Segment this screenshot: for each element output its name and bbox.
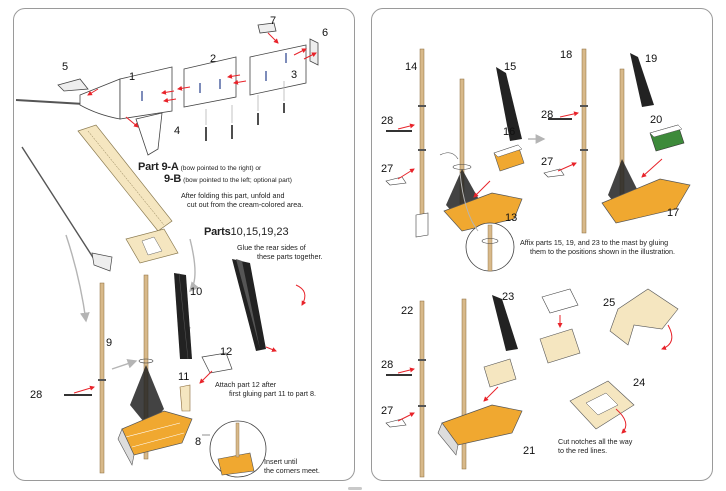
label-part-28-mid: 28 [541,109,554,121]
label-part-28: 28 [30,389,43,401]
parts-heading: Parts10,15,19,23 [204,226,289,238]
part-24-piece [569,380,635,434]
part-10-sail [174,272,192,360]
detail-circle-mast [459,172,515,272]
label-part-19: 19 [645,53,658,65]
part-23-sail [492,295,518,351]
label-part-5: 5 [62,61,69,73]
label-part-27-bottom: 27 [381,405,394,417]
left-instruction-panel: 5 1 2 3 4 6 7 9 10 11 12 8 28 Part 9-A (… [13,8,355,481]
affix-note-line-1: Affix parts 15, 19, and 23 to the mast b… [520,238,669,247]
label-part-8: 8 [195,436,202,448]
fold-note-line-2: cut out from the cream-colored area. [187,200,304,209]
deckhouse-assembly [539,288,581,364]
label-part-20: 20 [650,114,663,126]
glue-note-line-1: Glue the rear sides of [237,243,306,252]
label-part-16: 16 [503,126,516,138]
part-9-strip [77,124,179,264]
label-part-24: 24 [633,377,646,389]
label-part-15: 15 [504,61,517,73]
attach-note-line-1: Attach part 12 after [215,380,277,389]
label-part-3: 3 [291,69,298,81]
right-illustration [385,48,691,478]
label-part-23: 23 [502,291,515,303]
part-9a-note: (bow pointed to the right) or [180,165,262,172]
part-9b-heading: 9-B [164,173,182,185]
part-16-deckhouse [493,144,525,172]
part-9a-heading: Part 9-A [138,161,179,173]
label-part-27-top: 27 [381,163,394,175]
right-instruction-panel: 14 15 16 13 28 27 18 19 20 17 28 27 Affi… [371,8,713,481]
insert-note-line-2: the corners meet. [264,466,320,475]
label-part-2: 2 [210,53,217,65]
parts-heading-prefix: Parts [204,226,231,238]
part-15-sail [496,67,522,141]
label-part-22: 22 [401,305,414,317]
assembled-ship-17 [601,68,691,224]
cut-note-line-2: to the red lines. [558,446,608,455]
label-part-27-mid: 27 [541,156,554,168]
left-illustration [15,22,319,478]
mast-18 [543,48,588,234]
assembled-ship-left [117,274,193,466]
glue-sails-illustration [232,259,307,352]
part-20-deckhouse [649,124,685,152]
glue-note-line-2: these parts together. [257,252,323,261]
cut-note-line-1: Cut notches all the way [558,437,633,446]
label-part-18: 18 [560,49,573,61]
label-part-9: 9 [106,337,113,349]
parts-11-12 [179,352,233,412]
label-part-14: 14 [405,61,418,73]
attach-note-line-2: first gluing part 11 to part 8. [229,389,316,398]
label-part-11: 11 [178,371,190,383]
label-part-1: 1 [129,71,136,83]
label-part-21: 21 [523,445,536,457]
parts-heading-list: 10,15,19,23 [230,226,289,238]
label-part-13: 13 [505,212,518,224]
label-part-28-top: 28 [381,115,394,127]
mast-9 [64,282,106,474]
part-25-piece [609,288,679,350]
part-9b-caption: 9-B (bow pointed to the left; optional p… [164,173,292,185]
insert-note-line-1: Insert until [264,457,298,466]
label-part-4: 4 [174,125,181,137]
label-part-12: 12 [220,346,233,358]
label-part-17: 17 [667,207,680,219]
part-19-sail [630,53,654,107]
page-scroll-indicator[interactable] [348,487,362,490]
assembled-ship-21 [437,298,523,470]
mast-22 [385,300,426,478]
label-part-7: 7 [270,15,277,27]
label-part-6: 6 [322,27,329,39]
detail-circle-8 [202,420,267,478]
part-9b-note: (bow pointed to the left; optional part) [183,177,292,184]
exploded-hull-diagram [15,22,319,156]
mast-14 [385,48,429,238]
fold-note-line-1: After folding this part, unfold and [181,191,285,200]
label-part-10: 10 [190,286,203,298]
affix-note-line-2: them to the positions shown in the illus… [530,247,676,256]
label-part-25: 25 [603,297,616,309]
label-part-28-bottom: 28 [381,359,394,371]
part-9a-caption: Part 9-A (bow pointed to the right) or [138,161,262,173]
left-small-mast [21,146,113,272]
